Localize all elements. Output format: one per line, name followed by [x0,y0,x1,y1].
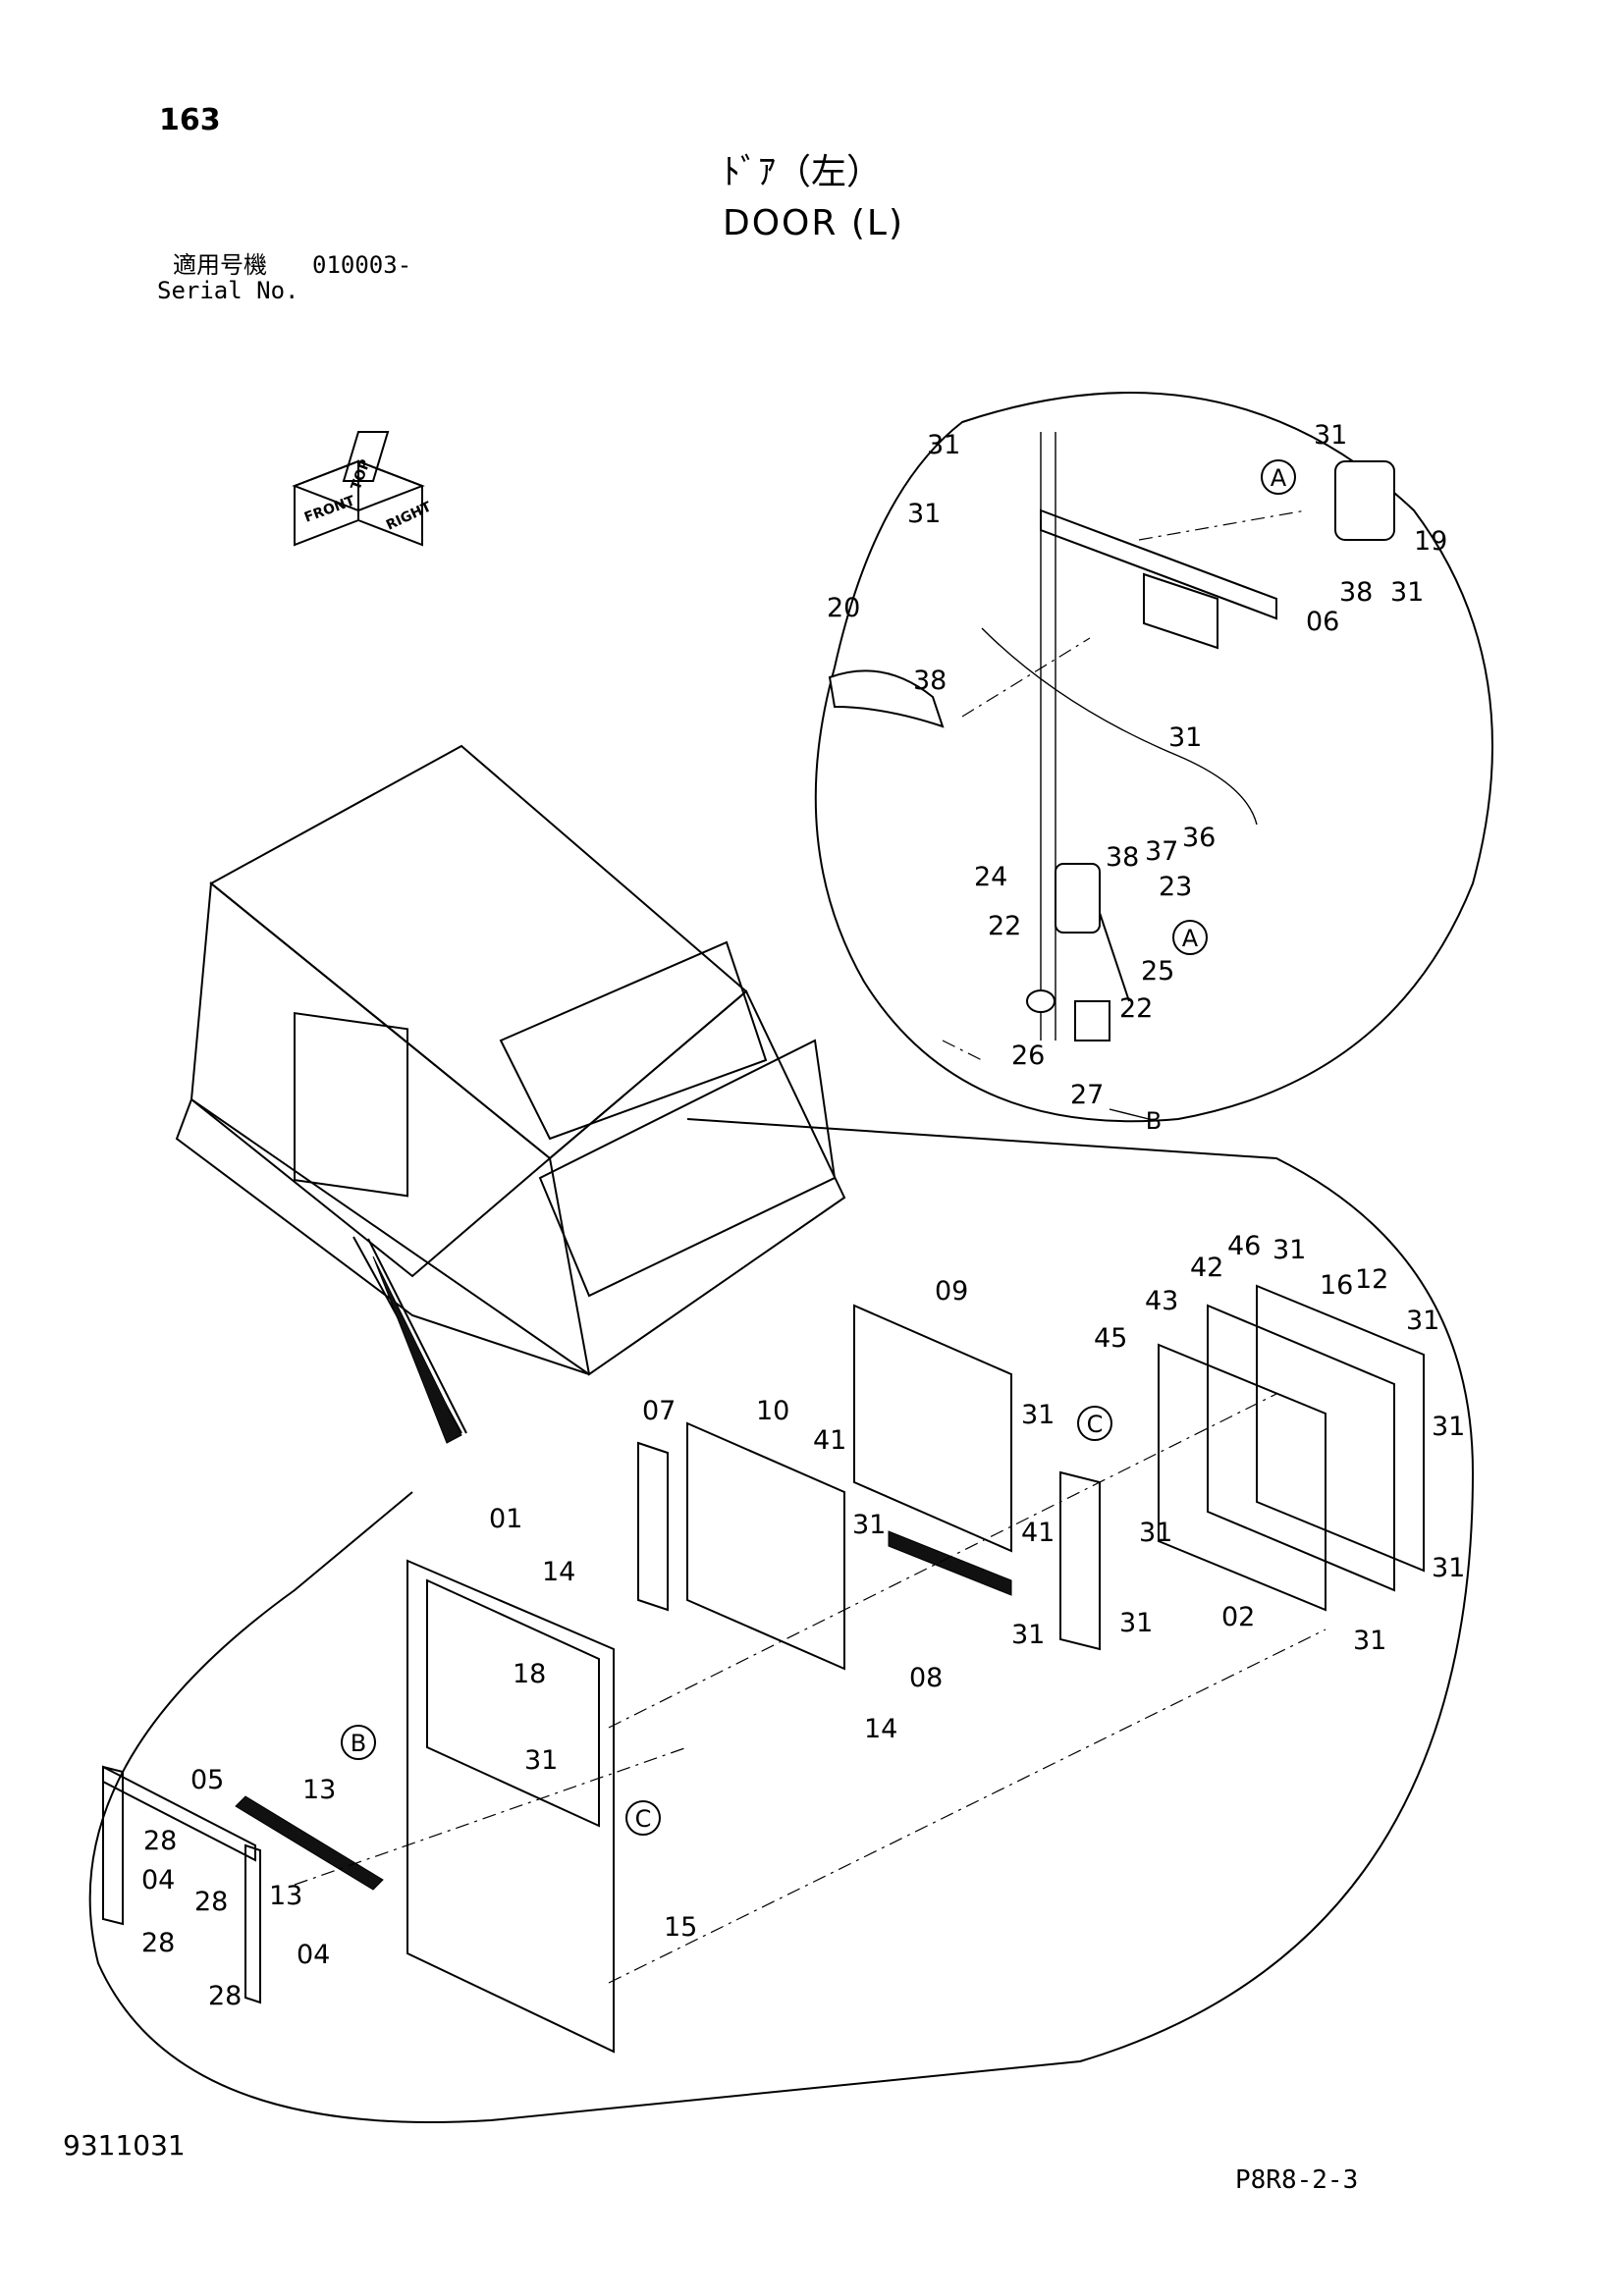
callout: 42 [1190,1253,1223,1283]
callout: 31 [1406,1306,1439,1336]
callout: 15 [664,1912,697,1943]
callout: 31 [1390,577,1424,608]
page-code: P8R8-2-3 [1235,2165,1359,2195]
title-japanese: ﾄﾞｱ（左） [723,152,883,192]
orientation-label-right: RIGHT [384,499,434,533]
circle-label-b-2: B [351,1730,366,1757]
callout: 10 [756,1396,789,1426]
callout: 28 [143,1826,177,1856]
callout: 31 [1314,420,1347,451]
callout: 28 [141,1928,175,1958]
callout: 37 [1145,836,1178,867]
callout: 09 [935,1276,968,1307]
callout: 12 [1355,1264,1388,1295]
callout: 24 [974,862,1007,892]
circle-label-c-2: C [635,1805,652,1833]
document-id: 9311031 [63,2129,186,2162]
callout: 41 [813,1425,846,1456]
callouts-main: 01 07 10 09 41 31 41 31 31 14 14 18 31 0… [141,1231,1465,2011]
callout: 31 [1168,722,1202,753]
callout: 18 [513,1659,546,1689]
callout: 45 [1094,1323,1127,1354]
callout: 08 [909,1663,943,1693]
callout: 31 [907,499,941,529]
callout: 31 [1139,1518,1172,1548]
callout: 14 [864,1714,897,1744]
callout: 38 [1106,842,1139,873]
serial-label-english: Serial No. [157,277,299,304]
callout: 28 [208,1981,242,2011]
callout: 31 [1432,1553,1465,1583]
detail-main [88,1118,1475,2123]
callout: 38 [1339,577,1373,608]
detail-circle-b [814,392,1493,1123]
callout: 22 [1119,993,1153,1024]
page-number: 163 [159,103,221,137]
callout: 05 [190,1765,224,1795]
circle-label-a-2: A [1182,925,1199,952]
callout: 19 [1414,526,1447,557]
callout: 31 [1432,1412,1465,1442]
callout: 31 [524,1745,558,1776]
callout: 31 [1353,1626,1386,1656]
callout: 41 [1021,1518,1055,1548]
callout: 22 [988,911,1021,941]
callout: 27 [1070,1080,1104,1110]
callout: 13 [302,1775,336,1805]
callout: 28 [194,1887,228,1917]
orientation-cube-icon: FRONT TOP RIGHT [292,431,434,547]
callout: 07 [642,1396,676,1426]
circle-label-b-1: B [1146,1107,1162,1135]
callout: 13 [269,1881,302,1911]
orientation-label-top: TOP [349,457,374,492]
title-english: DOOR (L) [723,203,904,243]
cab-overview [175,744,846,1444]
callout: 16 [1320,1270,1353,1301]
callout: 25 [1141,956,1174,987]
callout: 38 [913,666,947,696]
callout: 14 [542,1557,575,1587]
orientation-label-front: FRONT [302,493,357,525]
callout: 43 [1145,1286,1178,1316]
callout: 36 [1182,823,1216,853]
callout: 04 [297,1940,330,1970]
circle-labels: A A B B C C [341,459,1296,1836]
callout: 31 [1119,1608,1153,1638]
callout: 31 [1011,1620,1045,1650]
callout: 02 [1221,1602,1255,1632]
circle-label-a-1: A [1271,464,1287,492]
callout: 01 [489,1504,522,1534]
callouts-detail-top: 31 31 20 38 31 19 38 31 06 31 38 37 36 2… [827,420,1447,1110]
serial-range: 010003- [312,251,412,279]
callout: 06 [1306,607,1339,637]
callout: 31 [927,430,960,460]
callout: 31 [1021,1400,1055,1430]
callout: 31 [1272,1235,1306,1265]
callout: 20 [827,593,860,623]
callout: 23 [1159,872,1192,902]
callout: 31 [852,1510,886,1540]
circle-label-c-1: C [1087,1411,1104,1438]
serial-label-japanese: 適用号機 [173,251,267,279]
callout: 04 [141,1865,175,1896]
callout: 26 [1011,1041,1045,1071]
callout: 46 [1227,1231,1261,1261]
